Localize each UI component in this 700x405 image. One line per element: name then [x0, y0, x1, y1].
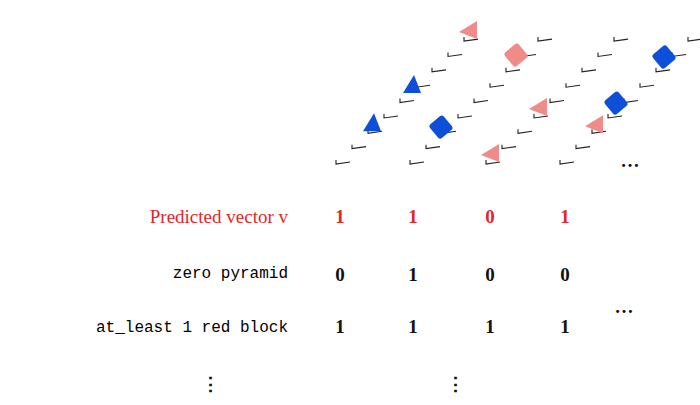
shelf-step: [448, 52, 462, 56]
vertical-ellipsis: ⋮: [201, 375, 220, 394]
pyramid-shape: [529, 98, 547, 116]
table-cell: 1: [408, 317, 418, 336]
shelf-step: [560, 160, 574, 164]
block-shape: [503, 42, 528, 67]
predicted-bit: 1: [335, 207, 345, 226]
shelf-step: [576, 145, 590, 149]
shelf-step: [550, 99, 564, 103]
shelf-step: [506, 68, 520, 72]
shelf-step: [566, 83, 580, 87]
shelf-step: [336, 160, 350, 164]
shelf-step: [582, 68, 596, 72]
shelf-step: [538, 37, 552, 41]
vertical-ellipsis: ⋮: [446, 375, 465, 394]
pyramid-shape: [363, 113, 381, 131]
row-label: at_least 1 red block: [96, 320, 288, 336]
pyramid-shape: [481, 144, 499, 162]
shelf-step: [688, 37, 700, 41]
shelf-step: [598, 52, 612, 56]
shelf-step: [432, 68, 446, 72]
shelf-scene: [481, 37, 628, 164]
pyramid-shape: [585, 115, 603, 133]
predicted-bit: 1: [408, 207, 418, 226]
pyramid-shape: [459, 21, 477, 39]
shelf-step: [384, 114, 398, 118]
row-label: zero pyramid: [173, 266, 288, 282]
shelf-step: [614, 37, 628, 41]
block-shape: [651, 44, 676, 69]
shelf-step: [640, 83, 654, 87]
block-shape: [428, 114, 453, 139]
table-cell: 0: [560, 265, 570, 284]
shelf-step: [410, 160, 424, 164]
pyramid-shape: [403, 75, 421, 93]
ellipsis: …: [621, 151, 640, 170]
table-cell: 1: [560, 317, 570, 336]
shelf-step: [458, 114, 472, 118]
shelf-scene: [336, 21, 478, 164]
table-cell: 1: [408, 265, 418, 284]
shelf-step: [502, 145, 516, 149]
shelf-step: [352, 145, 366, 149]
shelf-scene: [560, 37, 700, 164]
predicted-bit: 1: [560, 207, 570, 226]
shelf-step: [490, 83, 504, 87]
vector-label: Predicted vector v: [150, 207, 288, 226]
shelf-step: [474, 99, 488, 103]
shelf-step: [426, 145, 440, 149]
shelf-step: [400, 99, 414, 103]
table-cell: 0: [485, 265, 495, 284]
table-cell: 1: [335, 317, 345, 336]
shelf-scene: [410, 37, 552, 164]
predicted-bit: 0: [485, 207, 495, 226]
block-shape: [603, 90, 628, 115]
table-cell: 0: [335, 265, 345, 284]
table-cell: 1: [485, 317, 495, 336]
ellipsis: …: [615, 297, 634, 316]
shelf-step: [518, 129, 532, 133]
